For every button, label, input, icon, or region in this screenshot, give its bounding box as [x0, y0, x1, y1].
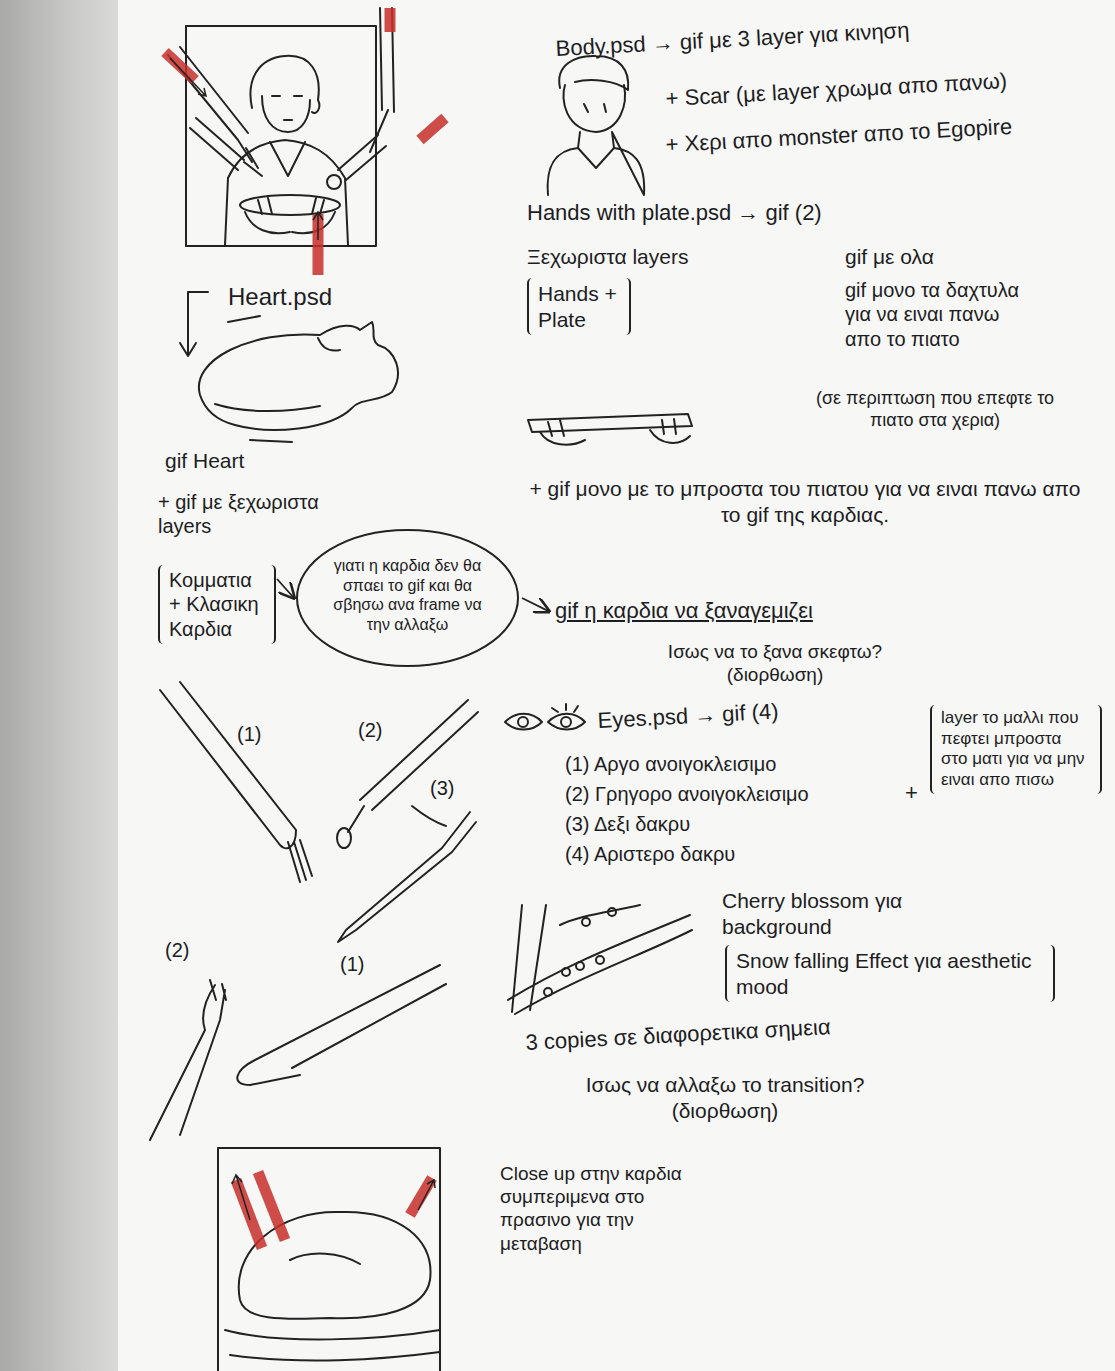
layer-group: layer το μαλλι που πεφτει μπροστα στο μα… — [930, 705, 1102, 794]
file-note: Heart.psd — [228, 282, 388, 311]
arm-with-hand — [237, 965, 446, 1085]
heart-details — [215, 316, 340, 442]
group-text: layer το μαλλι που πεφτει μπροστα στο μα… — [941, 708, 1091, 791]
red-mark — [420, 118, 445, 140]
arm-with-fork — [190, 118, 262, 176]
callout-number: (1) — [237, 722, 277, 746]
body — [225, 140, 348, 245]
eye — [548, 714, 585, 730]
pupil — [561, 717, 571, 727]
list-item: (1) Αργο ανοιγοκλεισιμο — [565, 752, 885, 776]
red-mark — [236, 1180, 262, 1248]
list-item: (4) Αριστερο δακρυ — [565, 842, 885, 866]
list-item: (3) Δεξι δακρυ — [565, 812, 885, 836]
callout-number: (2) — [165, 938, 205, 962]
arrow — [180, 292, 208, 356]
red-mark — [385, 8, 396, 32]
callout-number: (2) — [358, 718, 398, 742]
arm-with-knife — [370, 8, 394, 152]
side-note: (σε περιπτωση που επεφτε το πιατο στα χε… — [815, 388, 1055, 432]
revision-note: Ισως να το ξανα σκεφτω? (διορθωση) — [645, 640, 905, 686]
face-details — [272, 96, 302, 120]
collar — [270, 142, 305, 176]
note-text: γιατι η καρδια δεν θα σπαει το gif και θ… — [295, 528, 520, 662]
eyelashes — [552, 704, 578, 712]
gif-note: gif με ολα — [845, 244, 1045, 270]
red-mark-arrows — [170, 58, 435, 1220]
cherry-branch — [508, 905, 692, 1014]
list-item: (2) Γρηγορο ανοιγοκλεισιμο — [565, 782, 885, 806]
file-note: Hands with plate.psd → gif (2) — [527, 200, 957, 227]
layer-group: Κομματια + Κλασικη Καρδια — [158, 565, 276, 644]
spoon — [337, 828, 351, 848]
arrow — [418, 1180, 435, 1210]
arm-with-spoon — [348, 700, 478, 832]
file-note: Body.psd → gif με 3 layer για κινηση — [555, 8, 1096, 63]
frame — [218, 1148, 440, 1371]
leader-arrow — [522, 598, 549, 611]
pupil — [518, 717, 528, 727]
blossoms — [544, 908, 616, 996]
red-mark — [258, 1172, 285, 1240]
layer-group: Hands + Plate — [527, 278, 631, 335]
arm-with-knife — [338, 806, 476, 942]
page-margin — [0, 0, 118, 1371]
revision-note: Ισως να αλλαξω το transition? (διορθωση) — [555, 1072, 895, 1123]
close-up-note: Close up στην καρδια συμπεριμενα στο πρα… — [500, 1162, 700, 1255]
gif-note: gif η καρδια να ξαναγεμιζει — [555, 598, 915, 625]
face — [563, 85, 625, 132]
heart-details — [225, 1254, 440, 1361]
group-text: Snow falling Effect για aesthetic mood — [736, 948, 1044, 999]
arrow — [170, 58, 206, 96]
copies-note: 3 copies σε διαφορετικα σημεια — [525, 1002, 1066, 1057]
arm-with-spoon — [338, 135, 386, 180]
hands — [540, 419, 690, 445]
heart-sketch — [199, 322, 398, 430]
layer-note: Ξεχωριστα layers — [527, 244, 757, 270]
gif-note: gif μονο τα δαχτυλα για να ειναι πανω απ… — [845, 278, 1040, 351]
face — [262, 96, 310, 132]
frame — [186, 26, 376, 246]
gif-note: gif Heart — [165, 448, 345, 474]
heart-close-up — [239, 1212, 431, 1319]
bust-details — [578, 104, 614, 168]
background-note: Cherry blossom για background — [722, 888, 962, 939]
plate — [240, 195, 340, 215]
gif-note: + gif με ξεχωριστα layers — [158, 490, 348, 539]
group-text: Hands + Plate — [538, 281, 620, 332]
layer-note: + Scar (με layer χρωμα απο πανω) — [665, 63, 1106, 113]
arm-with-fork — [160, 682, 312, 882]
arrow-connector — [277, 579, 294, 598]
callout-number: (3) — [430, 776, 470, 800]
plus-sign: + — [905, 780, 925, 807]
layer-note: + Χερι απο monster απο το Egopire — [665, 109, 1106, 159]
effect-group: Snow falling Effect για aesthetic mood — [725, 945, 1055, 1002]
eye — [505, 714, 542, 730]
arrow — [313, 212, 323, 240]
hair — [559, 56, 628, 90]
spoon — [327, 175, 341, 189]
plate — [528, 414, 692, 432]
raised-hand — [150, 980, 226, 1140]
arrow — [232, 1175, 250, 1220]
file-note: Eyes.psd → gif (4) — [597, 692, 898, 734]
red-mark — [165, 52, 195, 80]
callout-number: (1) — [340, 952, 380, 976]
circled-note: γιατι η καρδια δεν θα σπαει το gif και θ… — [295, 528, 520, 668]
bust — [548, 132, 645, 195]
gif-note: + gif μονο με το μπροστα του πιατου για … — [525, 476, 1085, 527]
group-text: Κομματια + Κλασικη Καρδια — [169, 568, 265, 641]
